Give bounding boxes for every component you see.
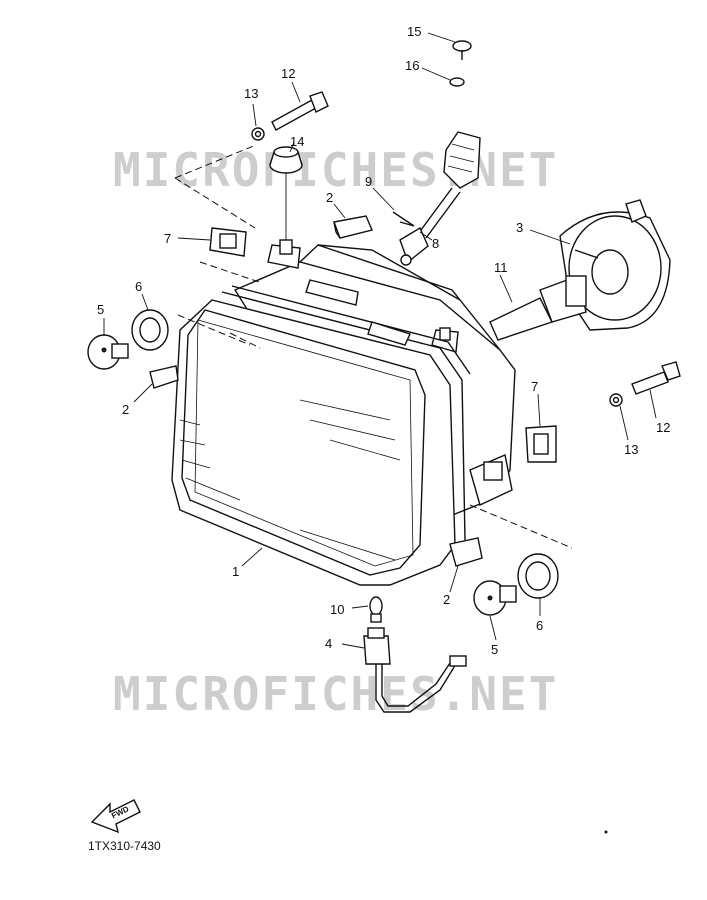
watermark-top: MICROFICHES.NET [113, 143, 558, 197]
callout-1: 1 [232, 564, 239, 579]
screw-15 [452, 40, 472, 60]
callout-4: 4 [325, 636, 332, 651]
bolt-12-right [631, 361, 681, 395]
callout-7-right: 7 [531, 379, 538, 394]
callout-5-left: 5 [97, 302, 104, 317]
grommet-7-right [525, 425, 557, 463]
callout-14: 14 [290, 134, 304, 149]
callout-3: 3 [516, 220, 523, 235]
socket-cord-8 [399, 131, 481, 266]
callout-2-bottom: 2 [443, 592, 450, 607]
adjuster-5-right [473, 580, 517, 616]
callout-6-right: 6 [536, 618, 543, 633]
callout-2-left: 2 [122, 402, 129, 417]
diagram-code: 1TX310-7430 [88, 839, 161, 853]
grommet-6-right [517, 553, 559, 599]
bulb-10 [369, 596, 383, 623]
adjuster-5-left [87, 334, 129, 370]
callout-11: 11 [494, 260, 508, 275]
callout-16: 16 [405, 58, 419, 73]
washer-16 [449, 77, 465, 87]
callout-10: 10 [330, 602, 344, 617]
socket-4 [363, 627, 467, 713]
leader-lines [103, 32, 657, 649]
bolt-12-top [271, 91, 329, 131]
callout-13-right: 13 [624, 442, 638, 457]
washer-13-top [251, 127, 265, 141]
headlight-unit [171, 239, 516, 586]
callout-13-top: 13 [244, 86, 258, 101]
callout-12-top: 12 [281, 66, 295, 81]
callout-9: 9 [365, 174, 372, 189]
grommet-7-left [209, 227, 247, 257]
callout-15: 15 [407, 24, 421, 39]
dot-mark [604, 830, 608, 834]
bulb-cover-3 [559, 199, 671, 331]
grommet-6-left [131, 309, 169, 351]
callout-8: 8 [432, 236, 439, 251]
callout-6-left: 6 [135, 279, 142, 294]
pin-9 [392, 211, 415, 227]
guide-lines [174, 144, 573, 549]
forward-arrow-icon: FWD [90, 799, 141, 834]
callout-7-left: 7 [164, 231, 171, 246]
clip-2-bottom [449, 537, 483, 567]
watermark-bottom: MICROFICHES.NET [113, 667, 558, 721]
clip-2-left [149, 365, 179, 389]
bulb-11 [489, 275, 587, 341]
clip-2-top [333, 215, 373, 239]
callouts: 15 16 12 13 14 9 2 3 8 11 7 6 5 2 7 12 1… [97, 24, 670, 657]
grommet-14 [269, 146, 303, 240]
callout-12-right: 12 [656, 420, 670, 435]
callout-2-top: 2 [326, 190, 333, 205]
callout-5-right: 5 [491, 642, 498, 657]
washer-13-right [609, 393, 623, 407]
